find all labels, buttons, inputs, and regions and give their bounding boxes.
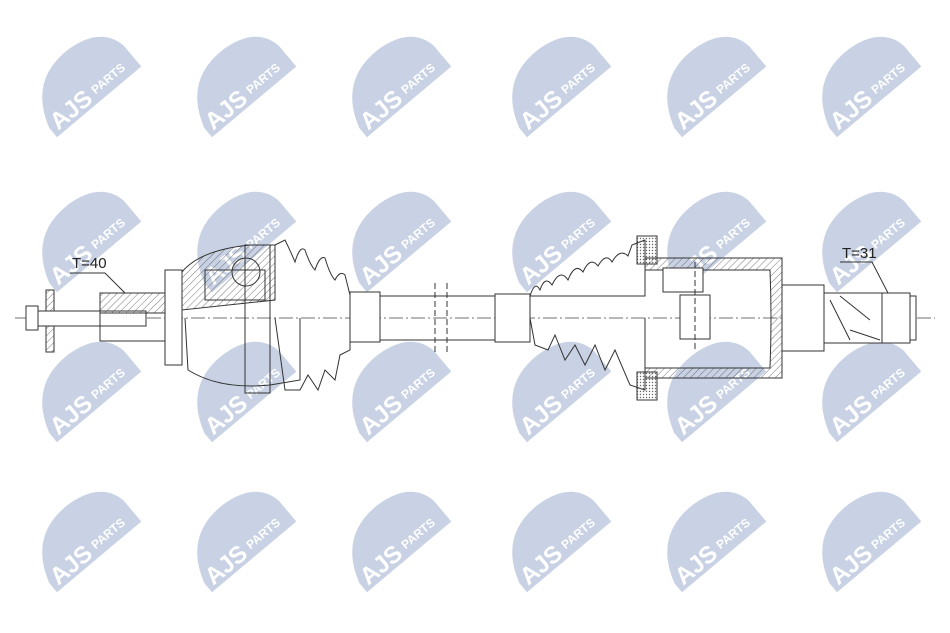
stub-axle bbox=[781, 284, 917, 352]
inner-tripod-joint bbox=[644, 257, 783, 379]
left-teeth-label: T=40 bbox=[72, 255, 107, 272]
inner-boot bbox=[494, 235, 658, 401]
outer-boot bbox=[274, 239, 381, 392]
hub-bolt bbox=[25, 289, 166, 353]
outer-cv-joint bbox=[164, 244, 301, 394]
shaft bbox=[380, 283, 495, 352]
left-leader-line bbox=[70, 272, 126, 294]
right-leader-line bbox=[840, 261, 889, 294]
right-teeth-label: T=31 bbox=[842, 245, 877, 262]
